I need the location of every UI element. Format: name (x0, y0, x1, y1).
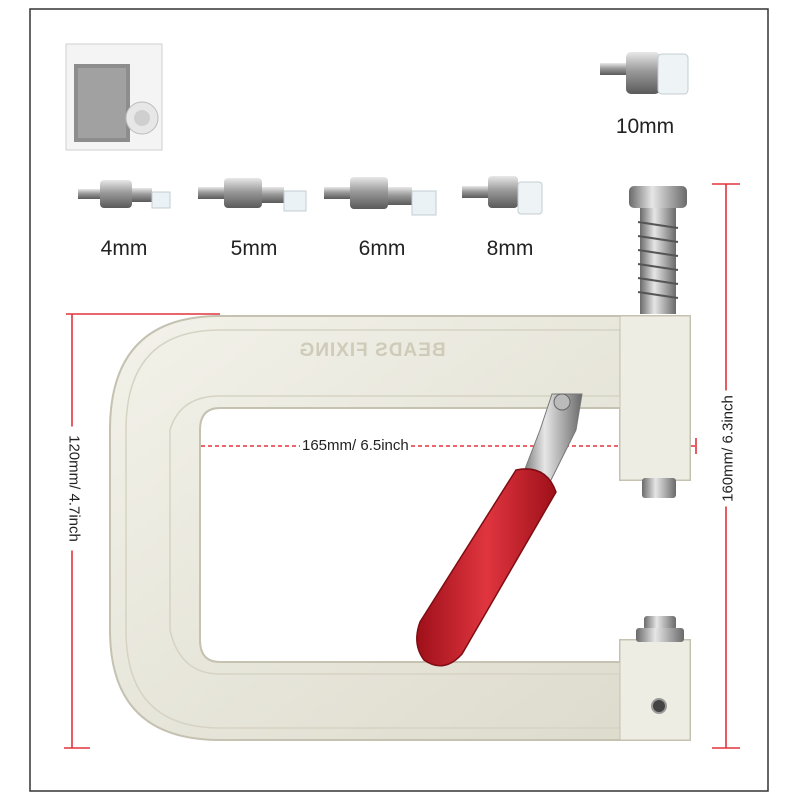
setter-frame (109, 315, 691, 741)
dimension-right-label: 160mm/ 6.3inch (719, 390, 737, 507)
die-5mm-icon (198, 178, 307, 212)
photo-border (29, 8, 769, 792)
red-handle (416, 468, 557, 667)
die-label-5mm: 5mm (230, 237, 278, 260)
lower-die-anvil (636, 616, 684, 642)
die-10mm-icon (600, 52, 689, 95)
die-label-10mm: 10mm (615, 115, 675, 138)
embossed-brand-text: BEADS FIXING (298, 340, 446, 361)
dimension-left-label: 120mm/ 4.7inch (65, 426, 83, 551)
die-label-6mm: 6mm (358, 237, 406, 260)
bead-packet (65, 43, 163, 151)
die-6mm-icon (324, 177, 437, 216)
die-label-4mm: 4mm (100, 237, 148, 260)
dimension-width-label: 165mm/ 6.5inch (300, 437, 411, 454)
die-label-8mm: 8mm (486, 237, 534, 260)
die-8mm-icon (462, 176, 543, 215)
spring-plunger (629, 186, 687, 314)
upper-die-holder (642, 478, 676, 498)
die-4mm-icon (78, 180, 171, 209)
